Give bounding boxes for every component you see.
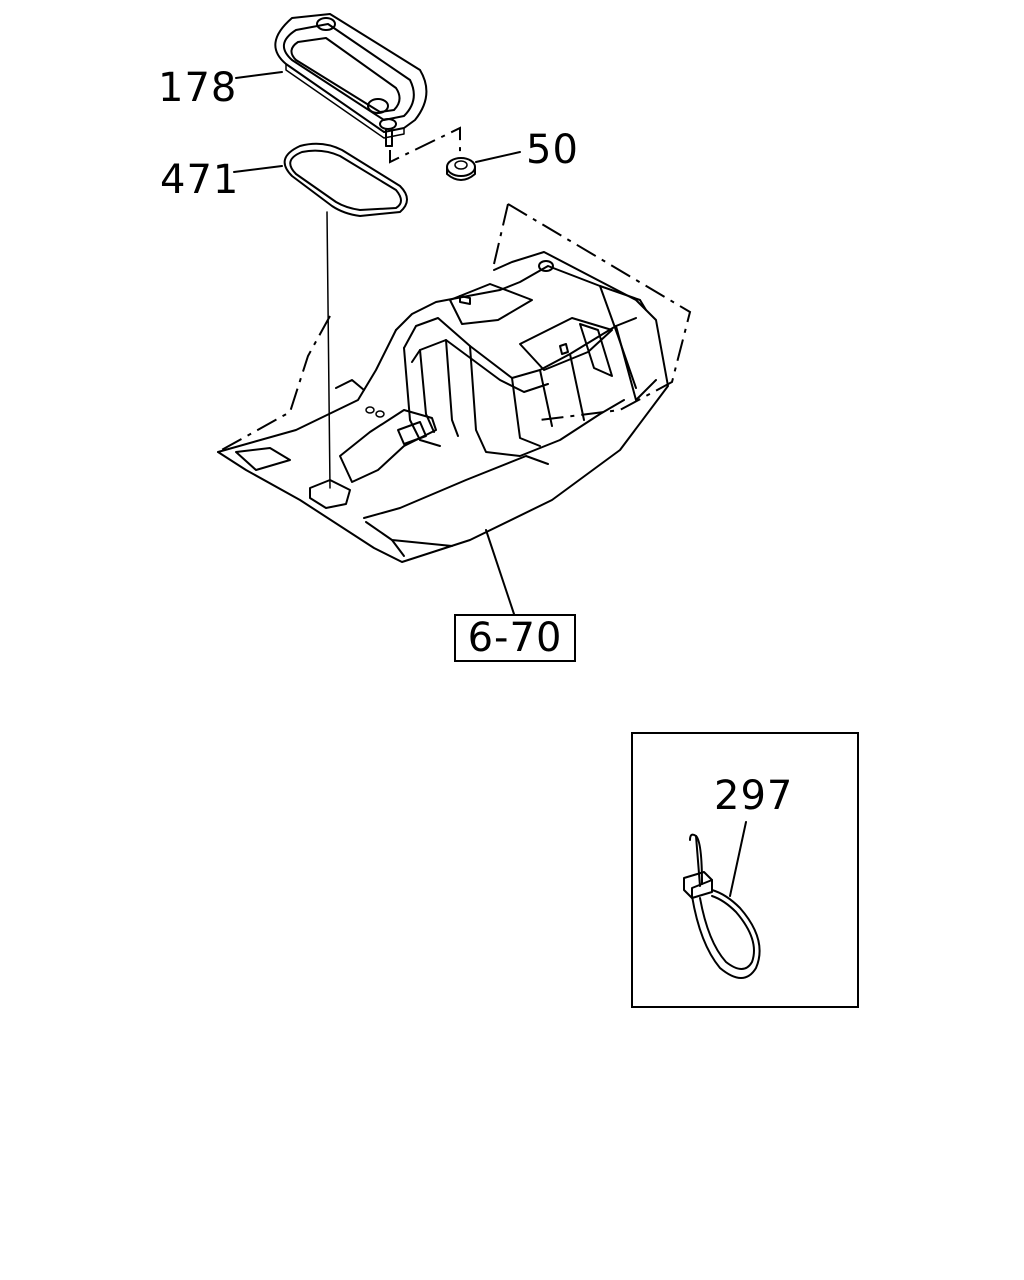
floor-panel	[217, 203, 692, 563]
alignment-line	[326, 211, 331, 489]
cable-tie-part-297	[683, 833, 761, 979]
frame-part-178	[274, 13, 428, 147]
leader-50	[475, 151, 521, 163]
callout-297: 297	[714, 773, 794, 819]
callout-50: 50	[526, 127, 579, 173]
floor-opening	[309, 479, 351, 509]
leader-297	[729, 821, 747, 897]
leader-471	[233, 165, 283, 173]
bolt-to-nut-link	[389, 126, 461, 164]
gasket-part-471	[283, 142, 408, 217]
callout-178: 178	[158, 65, 238, 111]
leader-6-70	[485, 529, 515, 615]
inset-frame	[631, 732, 859, 1008]
reference-6-70[interactable]: 6-70	[454, 614, 576, 662]
leader-178	[235, 71, 283, 79]
nut-part-50	[446, 157, 476, 181]
callout-471: 471	[160, 157, 240, 203]
